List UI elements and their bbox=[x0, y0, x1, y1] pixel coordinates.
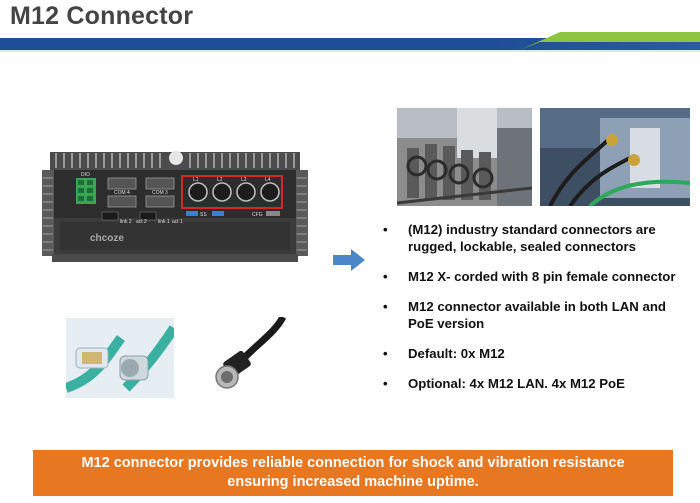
port-label-3: L3 bbox=[241, 177, 247, 183]
bullet-text: M12 connector available in both LAN and … bbox=[408, 299, 666, 331]
m12-cable-photo-black bbox=[205, 317, 290, 394]
device-brand-logo: chcoze bbox=[90, 233, 124, 244]
bullet-item: • M12 X- corded with 8 pin female connect… bbox=[380, 268, 690, 285]
cfg-label: CFG bbox=[252, 212, 263, 218]
usb-label: SS bbox=[200, 212, 207, 218]
com3-label: COM 3 bbox=[152, 190, 168, 196]
right-arrow-icon bbox=[333, 249, 365, 271]
port-label-2: L2 bbox=[217, 177, 223, 183]
bullet-text: Default: 0x M12 bbox=[408, 346, 505, 361]
link1-label: link 1 bbox=[158, 219, 170, 225]
bullet-marker: • bbox=[383, 346, 388, 361]
bullet-marker: • bbox=[383, 269, 388, 284]
slide-title: M12 Connector bbox=[10, 2, 194, 30]
bullet-item: • M12 connector available in both LAN and… bbox=[380, 298, 690, 332]
port-label-1: L1 bbox=[193, 177, 199, 183]
bullet-marker: • bbox=[383, 376, 388, 391]
bullet-text: M12 X- corded with 8 pin female connecto… bbox=[408, 269, 676, 284]
machine-photo-2 bbox=[540, 108, 690, 206]
machine-photo-1 bbox=[397, 108, 532, 206]
bullet-marker: • bbox=[383, 299, 388, 314]
act2-label: act 2 bbox=[136, 219, 147, 225]
banner-line-2: ensuring increased machine uptime. bbox=[227, 474, 479, 490]
port-label-4: L4 bbox=[265, 177, 271, 183]
banner-line-1: M12 connector provides reliable connecti… bbox=[81, 455, 625, 471]
embedded-pc-image: DIO COM 4 COM 3 link 2 act 2 link 1 act … bbox=[42, 151, 308, 262]
bullet-item: • Optional: 4x M12 LAN. 4x M12 PoE bbox=[380, 375, 690, 392]
bullet-text: Optional: 4x M12 LAN. 4x M12 PoE bbox=[408, 376, 625, 391]
act1-label: act 1 bbox=[172, 219, 183, 225]
link2-label: link 2 bbox=[120, 219, 132, 225]
bullet-text: (M12) industry standard connectors are r… bbox=[408, 222, 656, 254]
feature-bullet-list: • (M12) industry standard connectors are … bbox=[380, 221, 690, 405]
bullet-item: • (M12) industry standard connectors are … bbox=[380, 221, 690, 255]
dio-label: DIO bbox=[81, 172, 90, 178]
m12-cable-photo-clear bbox=[66, 318, 174, 398]
bullet-marker: • bbox=[383, 222, 388, 237]
bottom-banner: M12 connector provides reliable connecti… bbox=[33, 450, 673, 496]
bullet-item: • Default: 0x M12 bbox=[380, 345, 690, 362]
com4-label: COM 4 bbox=[114, 190, 130, 196]
header-bar bbox=[0, 32, 700, 52]
